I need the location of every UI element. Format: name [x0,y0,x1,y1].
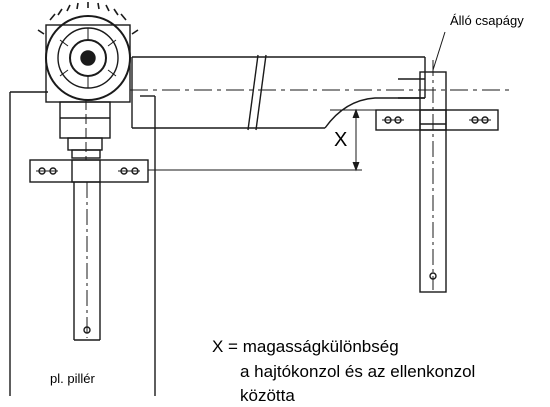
bearing-leader [432,31,446,71]
post-hole [429,272,437,280]
x-dimension-label: X [334,129,347,151]
drive-console [29,159,149,183]
pillar-label: pl. pillér [50,371,95,386]
motor-fins [37,2,139,35]
bearing-label: Álló csapágy [450,13,524,28]
counter-console [375,109,499,131]
motor-ribs [59,28,117,88]
post-hole [83,326,91,334]
shaft-tube [130,54,510,131]
note-line-3: közötta [240,386,295,405]
dimension-x [148,108,376,172]
note-line-1: X = magasságkülönbség [212,337,399,356]
drive-motor [37,2,139,160]
note-line-2: a hajtókonzol és az ellenkonzol [240,362,475,381]
standing-bearing [419,60,447,293]
drive-post [73,182,101,341]
pillar [9,91,156,396]
